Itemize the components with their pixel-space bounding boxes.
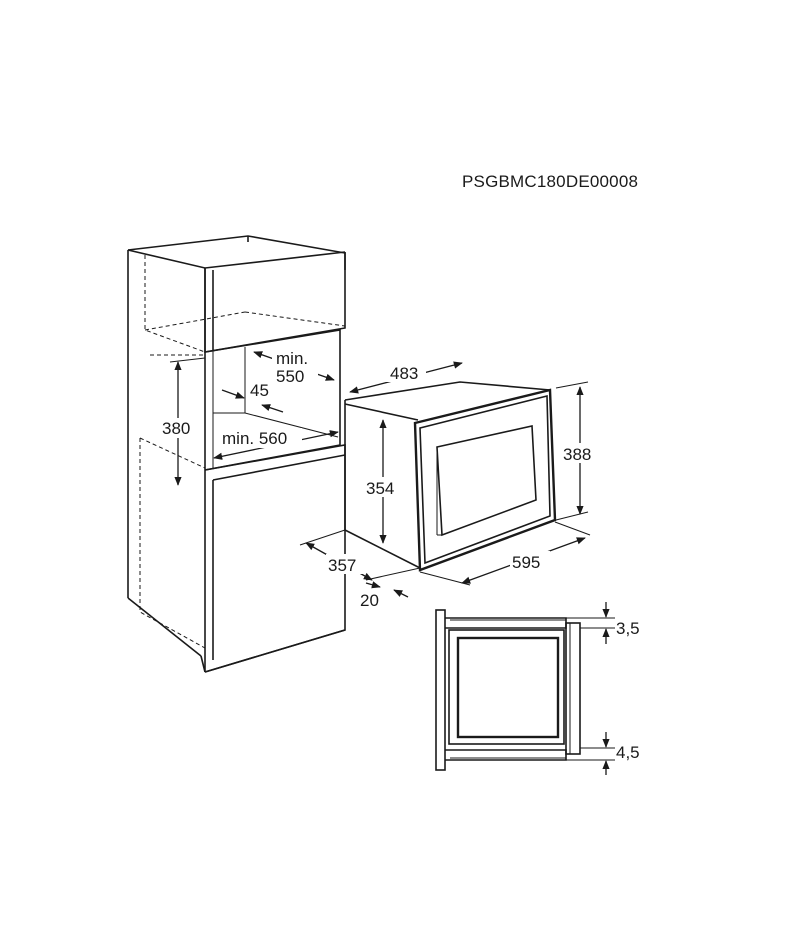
width-label: 595: [512, 553, 540, 572]
appliance-dimensions: 483 354 388 357 20 595: [299, 361, 601, 610]
microwave: [344, 381, 557, 572]
niche-width-label: min. 560: [222, 429, 287, 448]
cabinet-dimensions: min. 550 45 380 min. 560: [158, 348, 339, 486]
niche-depth-value: 550: [276, 367, 304, 386]
bottom-gap-label: 4,5: [616, 743, 640, 762]
front-height-label: 388: [563, 445, 591, 464]
niche-height-label: 380: [162, 419, 190, 438]
side-dimensions: 3,5 4,5: [602, 602, 640, 775]
body-height-label: 354: [366, 479, 394, 498]
top-gap-label: 3,5: [616, 619, 640, 638]
tall-cabinet: [127, 235, 346, 673]
gap-label: 45: [250, 381, 269, 400]
depth-label: 357: [328, 556, 356, 575]
side-section: [435, 609, 615, 771]
front-offset-label: 20: [360, 591, 379, 610]
product-code: PSGBMC180DE00008: [462, 172, 639, 191]
top-depth-label: 483: [390, 364, 418, 383]
niche-depth-label: min.: [276, 349, 308, 368]
